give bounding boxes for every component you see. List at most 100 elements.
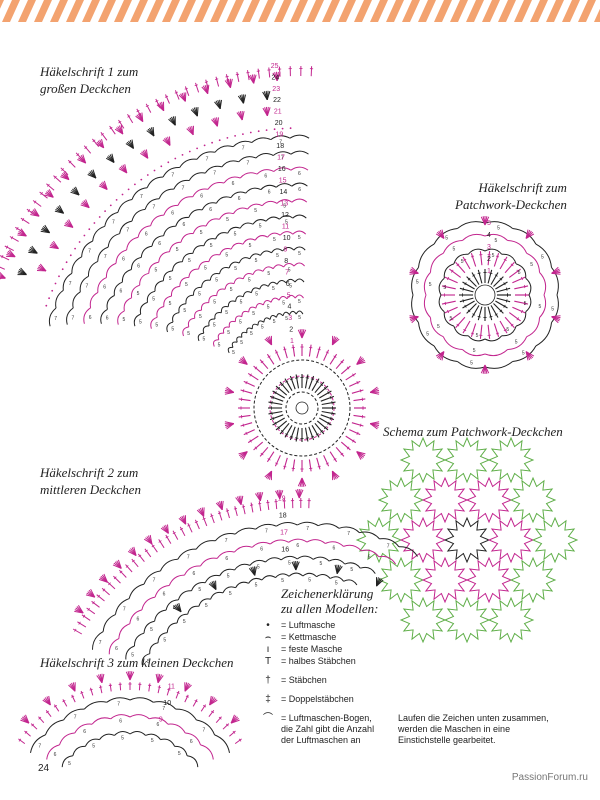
stitch-bar [108,684,112,687]
stitch-mark [242,504,246,515]
chain-arc [188,209,203,218]
chain-arc [263,317,271,323]
stitch-mark [53,704,60,712]
chain-arc [512,345,537,362]
chain-dot [289,127,292,130]
chain-arc [143,620,155,634]
fan-stitch [48,695,51,705]
stitch-mark [247,435,259,444]
chain-dot [61,268,64,271]
arc-count-label: 5 [250,331,253,337]
stitch-bar [157,686,161,688]
caption-line: großen Deckchen [40,81,131,96]
chain-arc [278,296,288,301]
chain-dot [115,199,118,201]
arc-count-label: 5 [285,316,288,322]
chain-arc [290,150,309,155]
chain-arc [208,294,217,303]
chain-dot [211,141,214,144]
chain-arc [184,565,201,576]
stitch-bar [271,401,273,405]
stripe-band [578,0,596,22]
chain-arc [195,540,216,550]
stitch-bar [289,378,294,381]
arc-count-label: 7 [242,145,245,151]
fan-stitch [264,470,272,478]
stitch-mark [284,378,293,391]
chain-arc [200,302,209,311]
chain-arc [110,714,131,720]
stitch-mark [314,381,325,394]
arc-count-label: 5 [155,268,158,274]
round-number: 16 [281,547,289,554]
stitch-mark [238,414,251,418]
chain-arc [100,308,108,324]
chain-arc [338,526,360,534]
stripe-band [434,0,452,22]
chain-arc [293,246,306,251]
chain-arc [343,544,362,552]
stitch-mark [272,390,285,399]
arc-count-label: 6 [115,646,118,652]
stitch-bar [356,381,359,385]
fan-stitch [241,111,245,121]
chain-arc [156,306,165,318]
round-number: 9 [159,717,163,724]
chain-arc [163,225,176,236]
chain-arc [507,240,528,254]
stitch-bar [87,607,90,611]
chain-arc [105,262,117,278]
chain-arc [130,284,140,298]
stitch-mark [335,359,345,370]
stitch-bar [225,75,229,78]
stitch-mark [9,236,19,242]
stitch-bar [1,255,4,259]
chain-dot [160,165,163,168]
stitch-mark [275,420,288,431]
stitch-mark [131,558,139,568]
chain-arc [179,276,189,287]
chain-arc [188,172,206,181]
stitch-mark [304,374,309,389]
stitch-mark [175,690,180,699]
stitch-mark [99,685,103,694]
chain-arc [271,248,283,254]
chain-arc [484,349,508,357]
stitch-mark [259,446,269,457]
stitch-mark [441,300,456,305]
chain-arc [128,583,145,599]
stitch-mark [62,699,68,707]
arc-count-label: 5 [198,587,201,593]
stitch-mark [323,349,330,361]
arc-count-label: 7 [265,528,268,534]
chain-arc [360,566,376,574]
watermark: PassionForum.ru [511,772,588,783]
chain-arc [149,717,169,725]
chain-arc [159,558,178,572]
caption-line: mittleren Deckchen [40,482,141,497]
chain-arc [81,240,93,257]
stitch-bar [359,389,362,393]
stitch-bar [495,332,500,335]
chain-arc [125,645,135,660]
fan-stitch [230,78,233,88]
chain-arc [250,287,260,293]
chain-dot [121,193,124,196]
legend-item-single: ı = feste Masche [255,644,385,655]
arc-count-label: 5 [273,237,276,243]
arc-count-label: 5 [227,574,230,580]
stitch-mark [101,587,110,596]
stitch-mark [20,217,30,225]
stitch-mark [238,398,251,402]
stitch-mark [92,138,100,148]
stitch-mark [508,268,521,278]
stitch-mark [321,410,336,415]
stitch-mark [127,114,134,124]
star-motif [421,556,469,604]
stitch-bar [317,465,321,468]
stripe-band [338,0,356,22]
stitch-mark [514,300,529,305]
arc-count-label: 5 [524,301,527,307]
chain-arc [242,238,256,245]
